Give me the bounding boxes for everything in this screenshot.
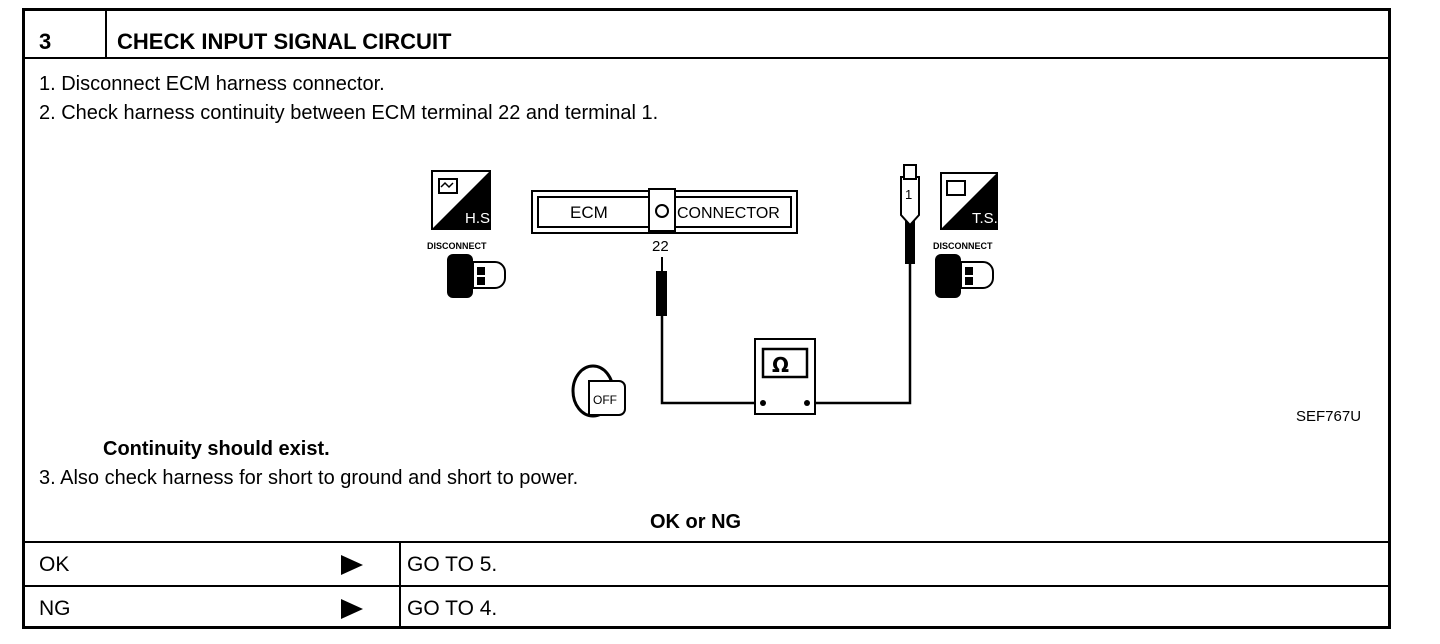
disconnect-label-left: DISCONNECT: [427, 241, 487, 251]
decision-heading: OK or NG: [650, 511, 742, 533]
ok-action: GO TO 5.: [407, 553, 498, 576]
ts-label: T.S.: [972, 210, 998, 227]
row-rule-top: [25, 541, 1388, 543]
ok-label: OK: [39, 553, 70, 576]
figure-code: SEF767U: [1296, 408, 1362, 425]
ecm-connector: ECM CONNECTOR: [531, 188, 798, 234]
arrow-right-icon: [341, 599, 363, 619]
terminal-22-label: 22: [652, 238, 669, 255]
instruction-2: 2. Check harness continuity between ECM …: [39, 102, 659, 124]
connector-plug-icon-right: [935, 254, 994, 298]
header-rule: [25, 57, 1388, 59]
instruction-3: 3. Also check harness for short to groun…: [39, 467, 579, 489]
arrow-right-icon: [341, 555, 363, 575]
ts-icon: T.S.: [940, 172, 998, 230]
continuity-result: Continuity should exist.: [103, 438, 330, 460]
procedure-table: 3 CHECK INPUT SIGNAL CIRCUIT 1. Disconne…: [22, 8, 1391, 629]
step-title: CHECK INPUT SIGNAL CIRCUIT: [117, 29, 452, 54]
row-divider: [399, 541, 401, 629]
ignition-off-label: OFF: [593, 393, 617, 407]
ecm-label: ECM: [570, 203, 608, 222]
ohmmeter-icon: Ω: [754, 338, 816, 415]
instruction-1: 1. Disconnect ECM harness connector.: [39, 73, 385, 95]
ng-label: NG: [39, 597, 71, 620]
ohm-symbol: Ω: [772, 353, 789, 377]
probe-left: [656, 257, 755, 405]
step-number: 3: [39, 29, 52, 54]
header-divider: [105, 11, 107, 57]
row-rule-middle: [25, 585, 1388, 587]
ignition-key-icon: OFF: [571, 364, 626, 418]
disconnect-label-right: DISCONNECT: [933, 241, 993, 251]
connector-label: CONNECTOR: [677, 205, 780, 222]
continuity-check-diagram: H.S. DISCONNECT ECM CONNECTOR 22: [427, 164, 998, 418]
ng-action: GO TO 4.: [407, 597, 498, 620]
probe-right: 1: [815, 164, 920, 405]
terminal-1-label: 1: [905, 187, 912, 202]
connector-plug-icon-left: [447, 254, 506, 298]
hs-icon: H.S.: [431, 170, 494, 230]
hs-label: H.S.: [465, 210, 494, 227]
